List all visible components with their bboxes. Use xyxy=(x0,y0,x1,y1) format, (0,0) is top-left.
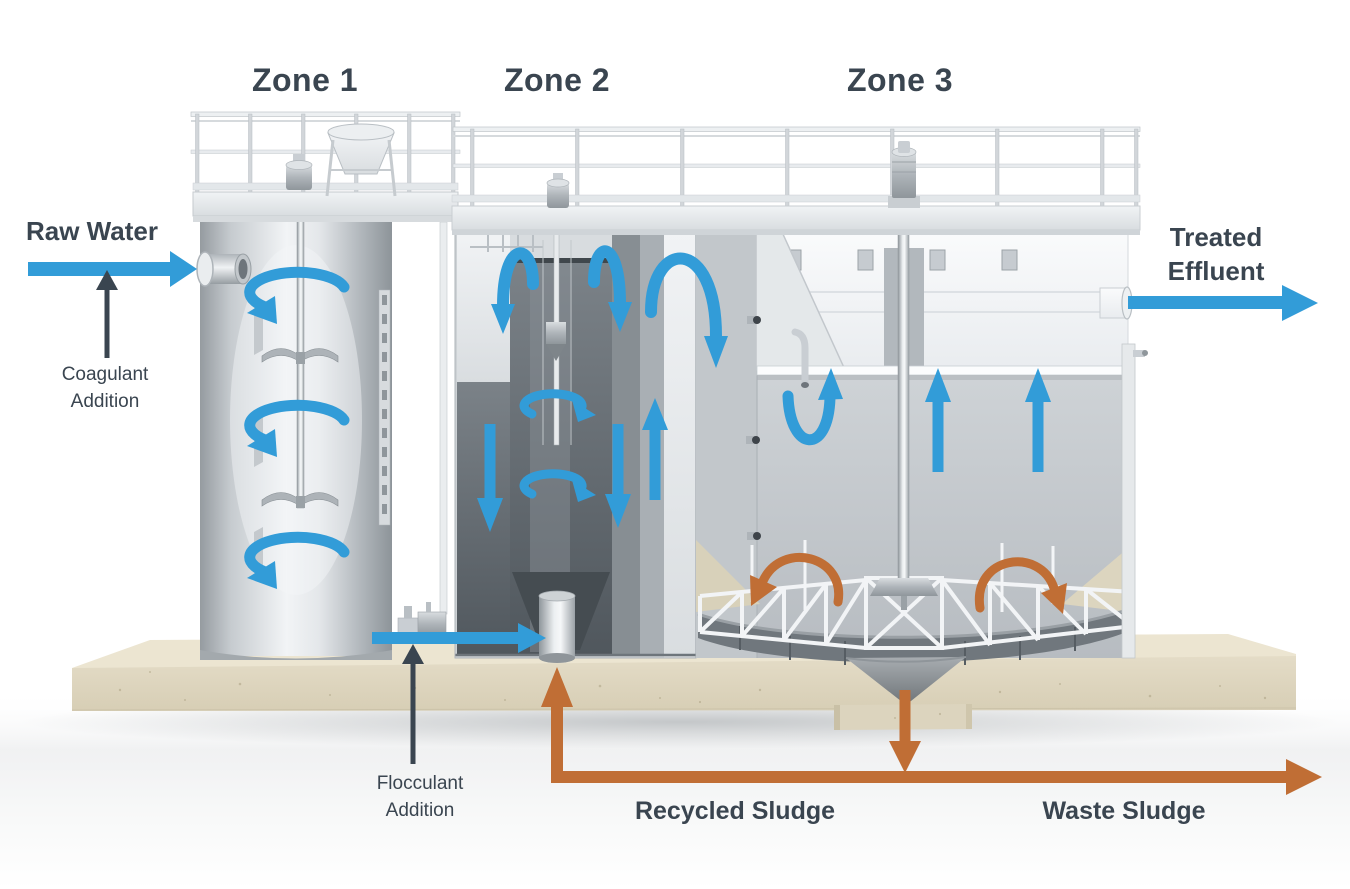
zone3-clarifier xyxy=(696,229,1148,705)
coagulant-addition-arrow xyxy=(96,270,118,358)
coagulant-addition-label: Coagulant Addition xyxy=(61,364,149,412)
zone1-tank xyxy=(196,215,392,660)
dosing-pipe-and-pump xyxy=(397,221,448,637)
zone2-down-arrow-right xyxy=(612,424,624,496)
zone3-drive-motor xyxy=(888,141,920,208)
feed-pipe xyxy=(791,328,809,386)
zone3-drive-shaft xyxy=(870,231,938,610)
zone2-up-arrow-channel xyxy=(649,428,661,500)
zone1-platform xyxy=(190,111,461,222)
zone23-platform xyxy=(451,126,1141,235)
zone2-feed-flow-arrow xyxy=(372,623,546,653)
zone-3-label: Zone 3 xyxy=(846,62,954,98)
zone-1-label: Zone 1 xyxy=(251,62,359,98)
zone3-upturn-arrow xyxy=(782,390,836,446)
waste-sludge-arrowhead xyxy=(1286,759,1322,795)
zone3-right-wall xyxy=(1099,286,1148,659)
recycled-sludge-label: Recycled Sludge xyxy=(634,797,836,825)
zone-2-label: Zone 2 xyxy=(503,62,611,98)
zone1-feed-hopper xyxy=(325,123,397,197)
zone1-mixer-motor xyxy=(285,154,313,190)
flocculant-addition-label: Flocculant Addition xyxy=(376,773,464,821)
zone2-down-arrow-left xyxy=(484,424,496,500)
zone2-circulation-arcs xyxy=(497,245,722,342)
waste-sludge-label: Waste Sludge xyxy=(1042,797,1206,825)
water-flow-arrows xyxy=(28,245,1318,653)
flocculant-addition-arrow xyxy=(402,644,424,764)
launder-ports xyxy=(785,249,1018,271)
zone23-deck xyxy=(451,205,1141,231)
zone1-swirl-arrows xyxy=(244,266,350,579)
zone1-impeller-upper xyxy=(261,348,339,364)
rake-rotation-arrows xyxy=(750,552,1067,614)
zone3-up-arrow-2 xyxy=(1032,400,1044,472)
treated-effluent-flow-arrow xyxy=(1128,285,1318,321)
zone1-wall-baffle-strip xyxy=(378,289,391,526)
zone2-mini-swirls xyxy=(519,389,587,499)
chemical-addition-arrows xyxy=(96,270,424,764)
zone2-mixer-motor xyxy=(546,173,570,208)
zone3-effluent-launder xyxy=(756,229,1129,380)
treated-effluent-label: Treated Effluent xyxy=(1167,222,1265,286)
zone2-recycle-inlet-pipe xyxy=(538,590,576,663)
zone1-impeller-lower xyxy=(261,492,339,508)
zone1-deck xyxy=(192,191,459,217)
sludge-cone xyxy=(845,656,967,705)
recycled-sludge-arrow xyxy=(541,667,1322,795)
raw-water-label: Raw Water xyxy=(26,216,158,246)
raw-water-flow-arrow xyxy=(28,251,197,287)
zone2-zone3-divider-wall xyxy=(664,232,696,658)
concrete-speckles xyxy=(118,671,1267,719)
zone3-wall-nozzles xyxy=(746,316,761,540)
waste-sludge-down-arrow xyxy=(889,690,921,773)
raw-water-inlet-nozzle xyxy=(196,251,252,287)
zone3-up-arrow-1 xyxy=(932,400,944,472)
sludge-flow-arrows xyxy=(541,552,1322,795)
